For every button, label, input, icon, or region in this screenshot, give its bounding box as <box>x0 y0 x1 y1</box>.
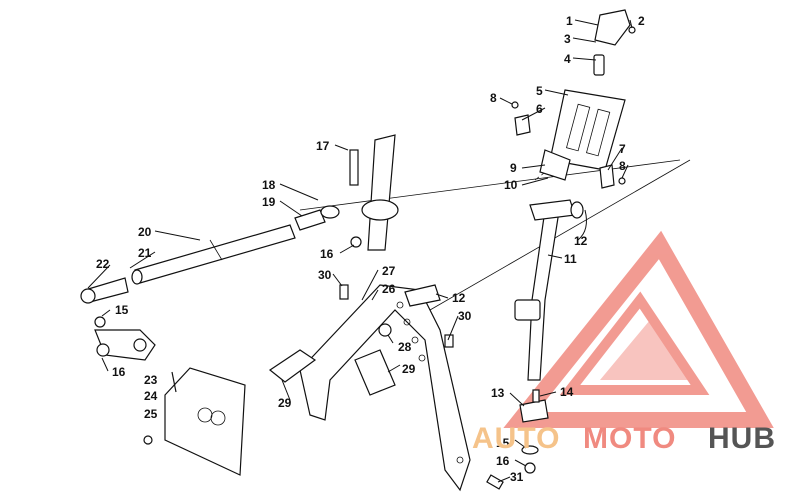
throttle-lever-part <box>593 9 631 76</box>
callout-1: 1 <box>566 14 573 28</box>
watermark-text: AUTO MOTO HUB <box>472 422 776 455</box>
watermark-hub: HUB <box>708 422 776 455</box>
guide-line-2 <box>429 159 691 311</box>
callout-5: 5 <box>536 84 543 98</box>
watermark-auto: AUTO <box>472 422 560 455</box>
callout-29-right: 29 <box>402 362 416 376</box>
callout-24: 24 <box>144 389 158 403</box>
callout-31: 31 <box>510 470 524 484</box>
callout-6: 6 <box>536 102 543 116</box>
small-clip-parts <box>511 26 636 189</box>
callout-21: 21 <box>138 246 152 260</box>
callout-23: 23 <box>144 373 158 387</box>
watermark-logo <box>503 230 774 428</box>
callout-12-right: 12 <box>574 234 588 248</box>
callout-2: 2 <box>638 14 645 28</box>
callout-9: 9 <box>510 161 517 175</box>
callout-20: 20 <box>138 225 152 239</box>
tie-rod-part <box>131 224 296 285</box>
callout-14: 14 <box>560 385 574 399</box>
callout-8-upper: 8 <box>490 91 497 105</box>
callout-30-left: 30 <box>318 268 332 282</box>
callout-11: 11 <box>564 252 577 266</box>
callout-18: 18 <box>262 178 276 192</box>
callout-4: 4 <box>564 52 571 66</box>
callout-3: 3 <box>564 32 571 46</box>
callout-7: 7 <box>619 142 626 156</box>
callout-22: 22 <box>96 257 110 271</box>
callout-27: 27 <box>382 264 396 278</box>
callout-10: 10 <box>504 178 518 192</box>
callout-8-right: 8 <box>619 159 626 173</box>
callout-26: 26 <box>382 282 396 296</box>
callout-16-center: 16 <box>320 247 334 261</box>
callout-25: 25 <box>144 407 158 421</box>
callout-15-bottom: 15 <box>496 436 510 450</box>
spindle-tube-part <box>349 134 399 251</box>
u-bolt-parts <box>268 284 454 396</box>
callout-12-center: 12 <box>452 291 466 305</box>
lower-column-hardware <box>486 389 549 490</box>
callout-19: 19 <box>262 195 276 209</box>
callout-17: 17 <box>316 139 330 153</box>
tie-rod-end-part <box>294 205 340 231</box>
callout-labels: 1 2 3 4 5 6 7 8 8 9 10 11 12 12 13 14 15… <box>96 14 645 484</box>
callout-16-bottom: 16 <box>496 454 510 468</box>
callout-30-right: 30 <box>458 309 472 323</box>
callout-15-left: 15 <box>115 303 129 317</box>
watermark-moto: MOTO <box>583 422 676 455</box>
guide-line-1 <box>299 159 681 211</box>
callout-16-left: 16 <box>112 365 126 379</box>
steering-arm-part <box>94 329 156 361</box>
ball-joint-part <box>80 277 129 328</box>
leader-lines <box>87 19 633 483</box>
callout-29-left: 29 <box>278 396 292 410</box>
steering-shaft-part <box>514 199 584 381</box>
callout-28: 28 <box>398 340 412 354</box>
callout-13: 13 <box>491 386 505 400</box>
mounting-plate-part <box>143 367 246 476</box>
